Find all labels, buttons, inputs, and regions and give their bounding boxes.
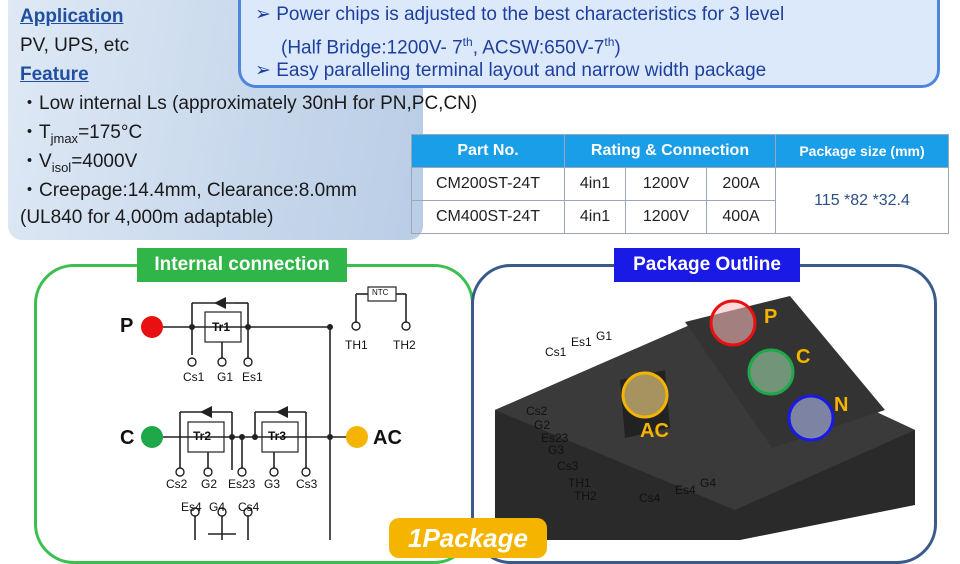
label-cs1: Cs1 xyxy=(183,370,205,384)
terminal-c-dot xyxy=(141,426,163,448)
label-th1: TH1 xyxy=(345,338,368,352)
callout-2d: th xyxy=(604,35,615,49)
cell-amp: 200A xyxy=(706,167,776,201)
outline-th1: TH1 xyxy=(568,476,591,490)
label-es4: Es4 xyxy=(181,500,202,514)
tj-value: =175°C xyxy=(78,122,143,143)
cell-package-size: 115 *82 *32.4 xyxy=(775,167,949,234)
terminal-ac-dot xyxy=(346,426,368,448)
spec-table: Part No. Rating & Connection Package siz… xyxy=(411,134,949,234)
label-ntc: NTC xyxy=(372,288,389,297)
cell-conn: 4in1 xyxy=(564,200,626,234)
callout-line-3: ➢ Easy paralleling terminal layout and n… xyxy=(255,60,767,81)
package-outline-title: Package Outline xyxy=(614,248,800,282)
tr1-diode-icon xyxy=(214,297,226,309)
callout-line-1: ➢ Power chips is adjusted to the best ch… xyxy=(255,4,785,25)
outline-g2: G2 xyxy=(534,418,551,432)
callout-line-2: (Half Bridge:1200V- 7th, ACSW:650V-7th) xyxy=(281,31,621,59)
cell-part: CM200ST-24T xyxy=(411,167,565,201)
feature-ul840: (UL840 for 4,000m adaptable) xyxy=(20,207,274,228)
callout-2c: , ACSW:650V-7 xyxy=(472,37,605,59)
package-photo xyxy=(495,296,915,540)
outline-th2: TH2 xyxy=(574,489,597,503)
feature-low-ls: ・Low internal Ls (approximately 30nH for… xyxy=(20,93,478,114)
label-g1: G1 xyxy=(217,370,234,384)
label-cs4: Cs4 xyxy=(238,500,260,514)
outline-es23: Es23 xyxy=(541,431,569,445)
outline-p: P xyxy=(764,306,778,328)
label-tr2: Tr2 xyxy=(193,429,212,443)
label-c: C xyxy=(120,427,135,449)
schematic-svg xyxy=(141,286,915,540)
header-rating: Rating & Connection xyxy=(564,134,776,168)
callout-2e: ) xyxy=(614,37,621,59)
tr2-diode-icon xyxy=(200,406,212,418)
label-ac: AC xyxy=(373,427,402,449)
table-header-row: Part No. Rating & Connection Package siz… xyxy=(411,134,949,168)
header-part-no: Part No. xyxy=(411,134,565,168)
outline-n: N xyxy=(834,394,849,416)
cell-amp: 400A xyxy=(706,200,776,234)
characteristics-callout: ➢ Power chips is adjusted to the best ch… xyxy=(238,0,940,88)
cell-part: CM400ST-24T xyxy=(411,200,565,234)
tj-prefix: ・T xyxy=(20,122,51,143)
label-th2: TH2 xyxy=(393,338,416,352)
internal-connection-title: Internal connection xyxy=(137,248,347,282)
outline-es1: Es1 xyxy=(571,335,592,349)
feature-creepage: ・Creepage:14.4mm, Clearance:8.0mm xyxy=(20,180,357,201)
label-g2: G2 xyxy=(201,477,218,491)
callout-2a: (Half Bridge:1200V- 7 xyxy=(281,37,463,59)
visol-prefix: ・V xyxy=(20,151,52,172)
outline-g1: G1 xyxy=(596,329,613,343)
label-es1: Es1 xyxy=(242,370,263,384)
cell-volt: 1200V xyxy=(625,200,707,234)
feature-tjmax: ・Tjmax=175°C xyxy=(20,122,142,150)
outline-ac: AC xyxy=(640,420,669,442)
outline-g4: G4 xyxy=(700,476,717,490)
table-row: CM400ST-24T 4in1 1200V 400A xyxy=(411,200,949,234)
label-p: P xyxy=(120,315,134,337)
application-heading: Application xyxy=(20,6,124,27)
label-tr1: Tr1 xyxy=(212,320,231,334)
outline-es4: Es4 xyxy=(675,483,696,497)
outline-cs1: Cs1 xyxy=(545,345,567,359)
visol-sub: isol xyxy=(51,159,72,175)
label-cs3: Cs3 xyxy=(296,477,318,491)
header-package-size: Package size (mm) xyxy=(775,134,949,168)
terminal-p-dot xyxy=(141,316,163,338)
label-cs2: Cs2 xyxy=(166,477,188,491)
label-g4: G4 xyxy=(209,500,226,514)
outline-cs3: Cs3 xyxy=(557,459,579,473)
label-tr3: Tr3 xyxy=(268,429,287,443)
package-badge: 1Package xyxy=(389,518,547,558)
outline-g3: G3 xyxy=(548,443,565,457)
label-g3: G3 xyxy=(264,477,281,491)
outline-cs4: Cs4 xyxy=(639,491,661,505)
feature-visol: ・Visol=4000V xyxy=(20,151,137,179)
application-text: PV, UPS, etc xyxy=(20,35,130,56)
callout-2b: th xyxy=(462,35,473,49)
outline-c: C xyxy=(796,346,811,368)
feature-heading: Feature xyxy=(20,64,89,85)
tj-sub: jmax xyxy=(50,130,79,146)
label-es23: Es23 xyxy=(228,477,256,491)
outline-cs2: Cs2 xyxy=(526,404,548,418)
visol-value: =4000V xyxy=(71,151,138,172)
tr3-diode-icon xyxy=(276,406,288,418)
